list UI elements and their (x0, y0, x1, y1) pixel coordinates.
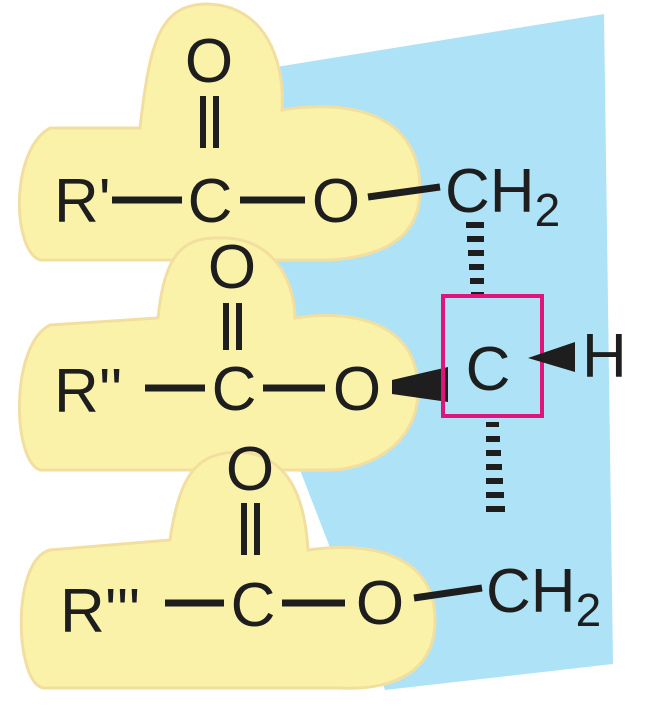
carbonyl-carbon-2: C (212, 355, 257, 424)
hydrogen: H (582, 322, 627, 391)
chiral-carbon: C (466, 335, 511, 404)
carbonyl-oxygen-2: O (208, 233, 256, 302)
ester-region-bottom (19, 450, 437, 690)
carbonyl-oxygen-3: O (226, 435, 274, 504)
hashed-bond-bottom (486, 422, 505, 512)
bottom-carbon: CH2 (486, 557, 601, 636)
ester-oxygen-3: O (356, 569, 404, 638)
ester-oxygen-1: O (312, 167, 360, 236)
ester-1: O R' C O (54, 27, 441, 236)
ester-2: O R'' C O (54, 233, 448, 426)
wedge-bond-c-h (528, 342, 575, 372)
ester-oxygen-2: O (333, 355, 381, 424)
bond-o3-ch2 (413, 584, 483, 602)
carbonyl-oxygen-1: O (185, 27, 233, 96)
ester-region-top (18, 2, 422, 262)
wedge-bond-o2-c (392, 367, 448, 402)
ester-3: O R''' C O (60, 435, 483, 646)
r-group-2: R'' (54, 357, 122, 426)
carbonyl-carbon-3: C (231, 571, 276, 640)
r-group-1: R' (54, 167, 111, 236)
glycerol-backbone: CH2 C H CH2 (441, 157, 627, 636)
ester-region-middle (18, 236, 420, 472)
bond-o1-ch2 (367, 183, 441, 201)
top-carbon: CH2 (445, 157, 560, 236)
carbonyl-carbon-1: C (188, 167, 233, 236)
r-group-3: R''' (60, 577, 140, 646)
ester-group-regions (18, 2, 437, 690)
